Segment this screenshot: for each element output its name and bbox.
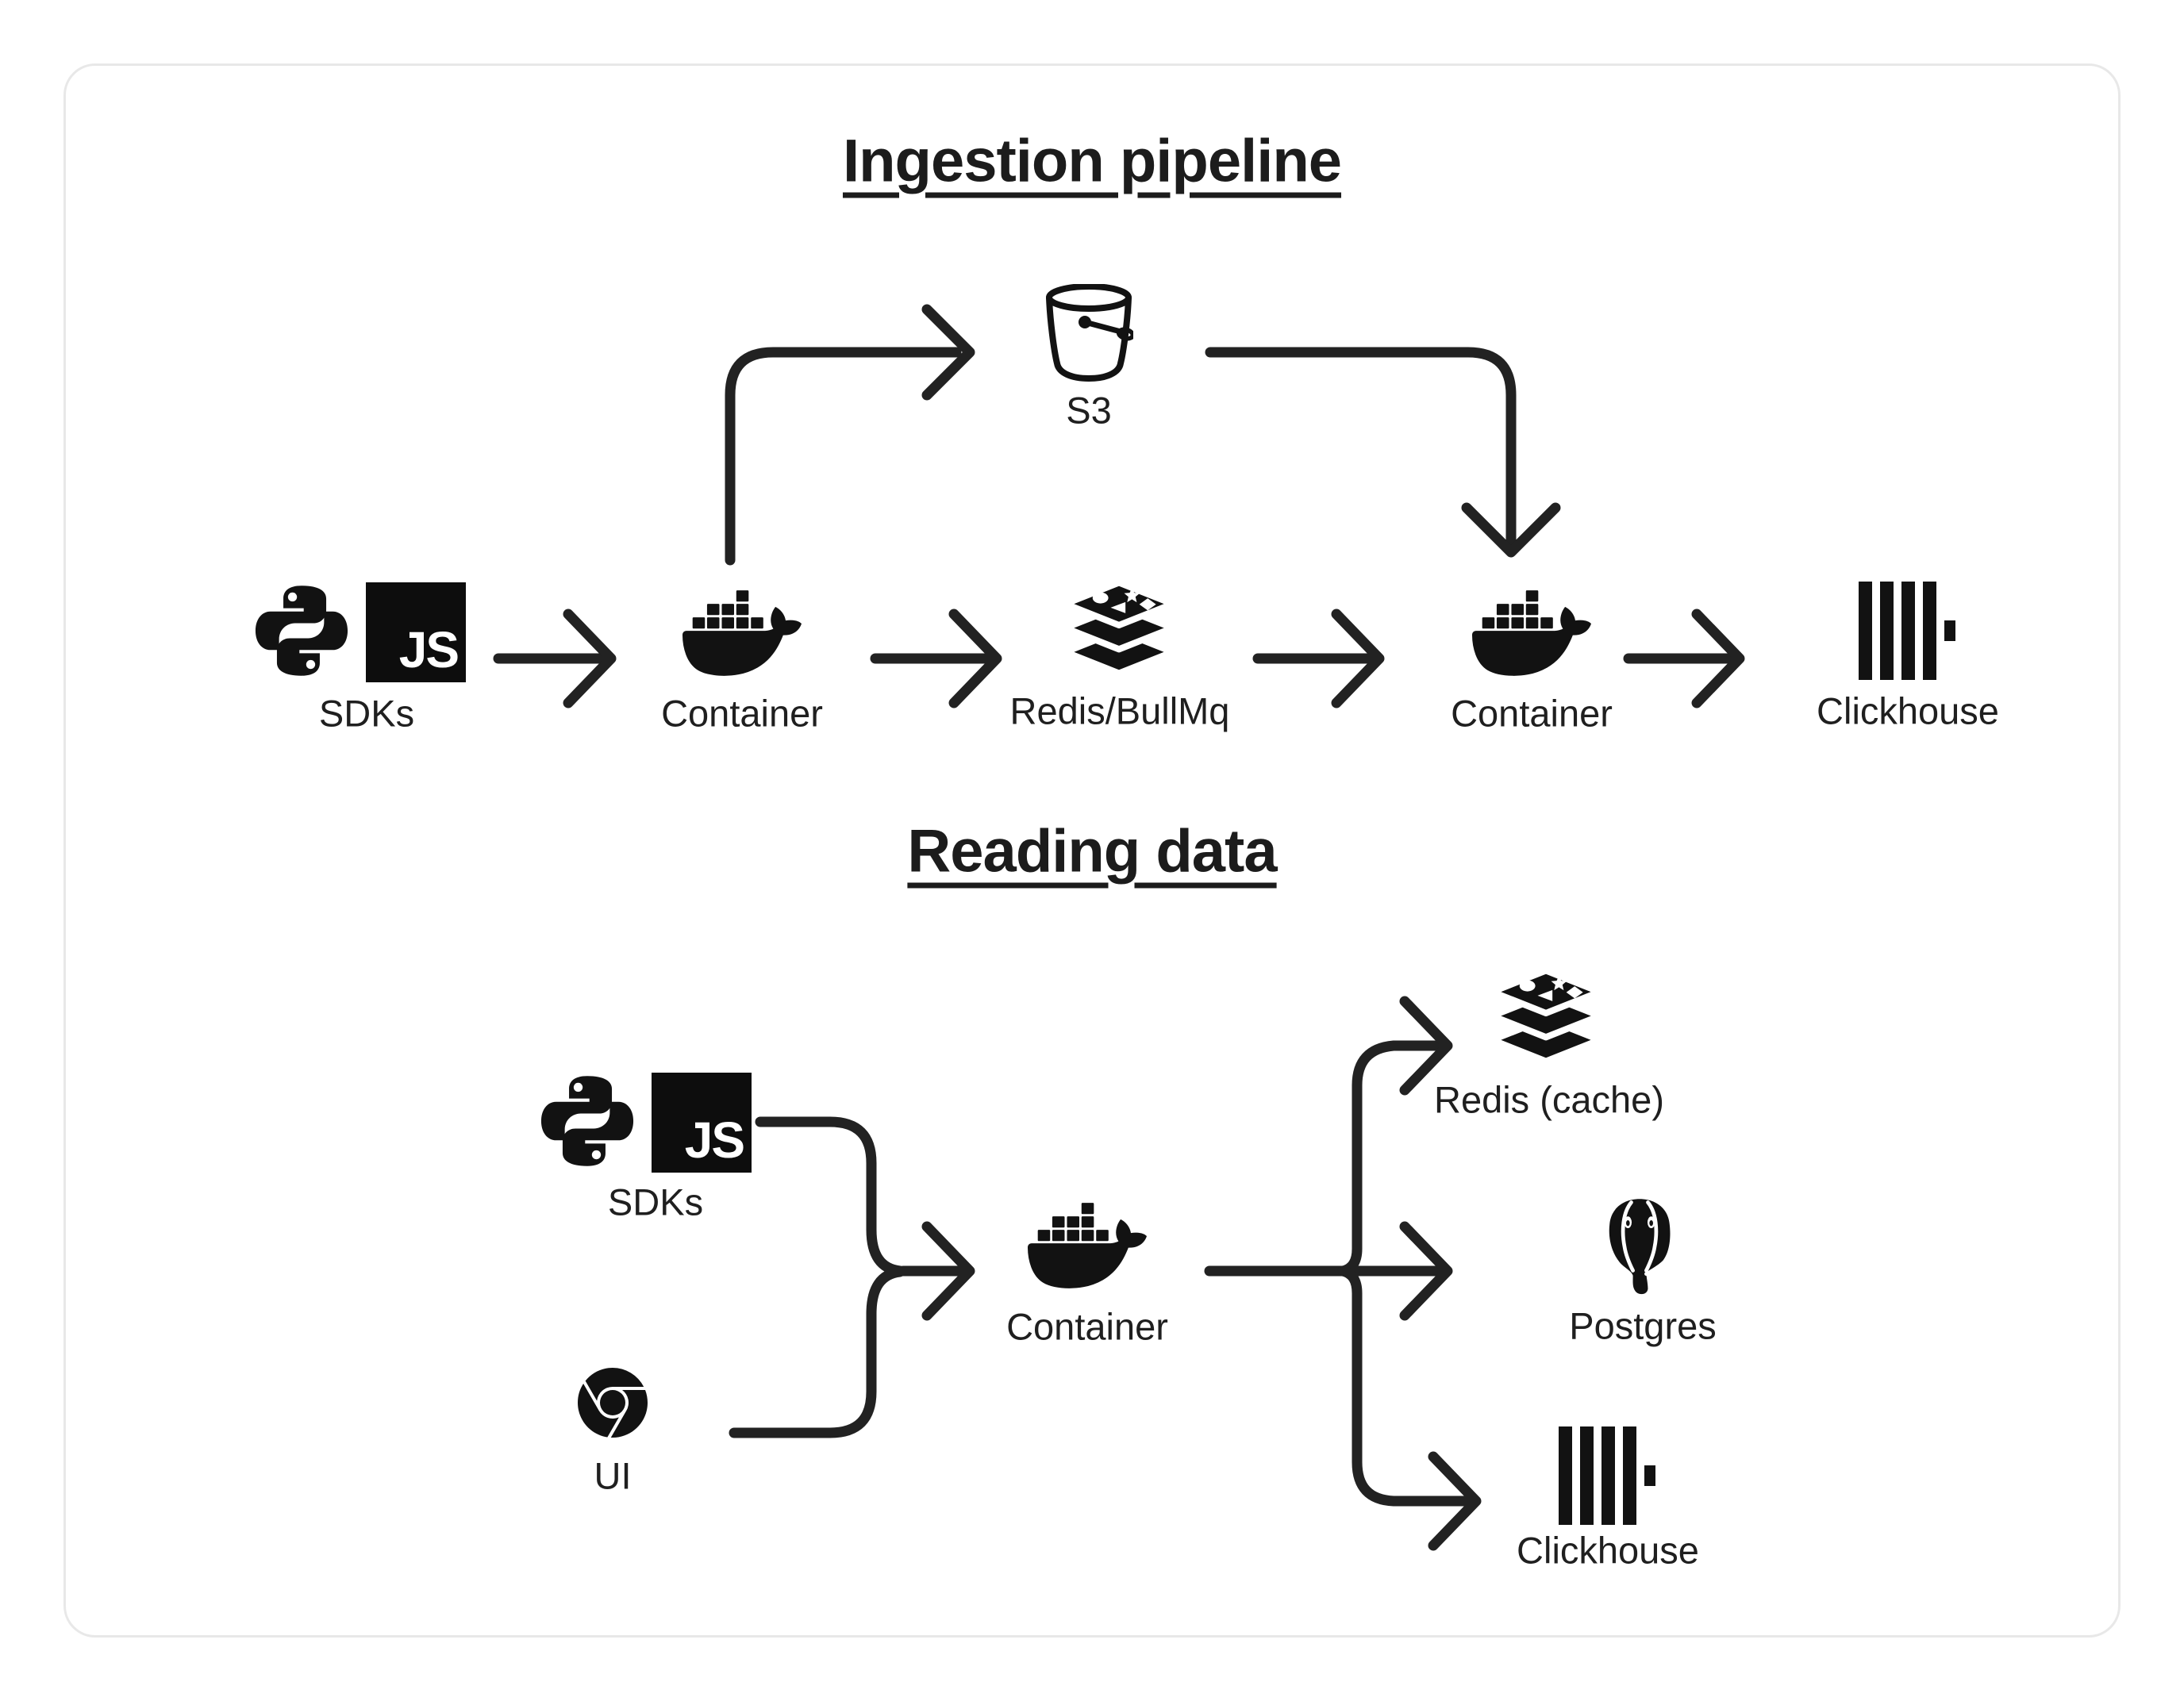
redis-icon-cache xyxy=(1490,967,1601,1071)
postgres-icon xyxy=(1590,1194,1690,1297)
browser-ui-icon xyxy=(578,1368,648,1438)
ingestion-container-out-label: Container xyxy=(1451,692,1613,735)
reading-postgres-label: Postgres xyxy=(1569,1304,1717,1347)
reading-title: Reading data xyxy=(907,817,1277,885)
docker-icon-ingest-in xyxy=(682,574,802,693)
ingestion-title: Ingestion pipeline xyxy=(842,127,1342,195)
arrow-s3-to-container2-head xyxy=(1461,502,1561,558)
arrow-branch-to-postgres-head xyxy=(1399,1221,1453,1321)
reading-container-label: Container xyxy=(1006,1305,1168,1348)
arrow-container1-to-s3-shaft xyxy=(725,347,962,566)
javascript-icon-reading: JS xyxy=(652,1073,752,1173)
docker-icon-ingest-out xyxy=(1472,574,1591,693)
s3-label: S3 xyxy=(1066,389,1112,432)
line-ui-to-merge xyxy=(729,1266,906,1438)
docker-icon-reading xyxy=(1028,1186,1147,1305)
reading-sdks-label: SDKs xyxy=(607,1181,704,1223)
redis-icon-queue xyxy=(1063,579,1175,683)
arrow-sdks-to-container1-head xyxy=(563,609,617,708)
arrow-redis-to-container2-head xyxy=(1331,609,1385,708)
arrow-branch-to-clickhouse-shaft xyxy=(1337,1265,1474,1507)
s3-bucket-icon xyxy=(1044,284,1133,382)
ingestion-clickhouse-label: Clickhouse xyxy=(1817,689,1999,732)
arrow-container2-to-clickhouse-head xyxy=(1691,609,1745,708)
arrow-branch-to-redis-head xyxy=(1399,996,1453,1096)
python-icon-reading xyxy=(534,1068,641,1175)
arrow-container1-to-redis-head xyxy=(948,609,1002,708)
arrow-branch-to-clickhouse-head xyxy=(1428,1451,1482,1551)
clickhouse-icon-ingest xyxy=(1859,582,1957,680)
arrow-merge-to-container-head xyxy=(921,1221,975,1321)
clickhouse-icon-reading xyxy=(1559,1426,1657,1525)
javascript-icon: JS xyxy=(366,582,466,682)
arrow-branch-to-redis-shaft xyxy=(1337,1040,1444,1277)
line-sdks-to-merge xyxy=(755,1116,906,1277)
ingestion-container-in-label: Container xyxy=(661,692,823,735)
reading-ui-label: UI xyxy=(594,1454,632,1497)
js-badge-text-reading: JS xyxy=(684,1112,745,1169)
python-icon xyxy=(248,578,356,685)
ingestion-sdks-label: SDKs xyxy=(318,692,415,735)
arrow-container1-to-s3-head xyxy=(921,304,975,401)
ingestion-queue-label: Redis/BullMq xyxy=(1009,689,1230,732)
reading-clickhouse-label: Clickhouse xyxy=(1517,1529,1699,1572)
js-badge-text: JS xyxy=(398,621,459,678)
reading-redis-label: Redis (cache) xyxy=(1434,1078,1664,1121)
arrow-s3-to-container2-shaft xyxy=(1205,347,1517,548)
